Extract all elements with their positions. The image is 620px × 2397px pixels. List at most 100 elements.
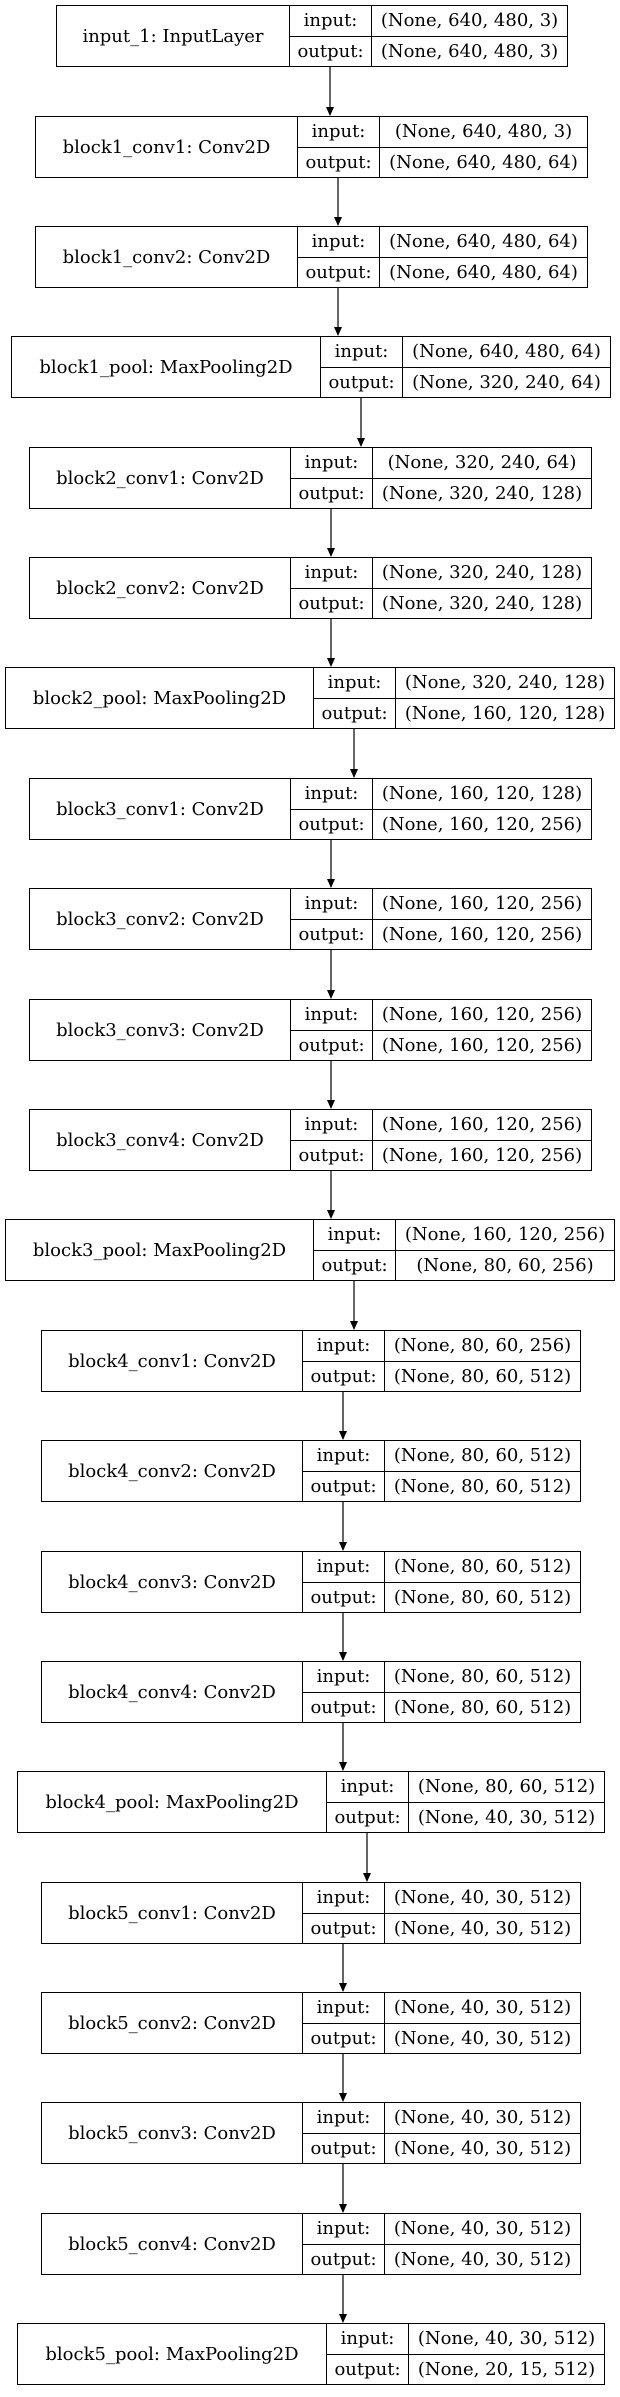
output-shape: (None, 80, 60, 512) bbox=[393, 1586, 572, 1608]
io-labels: input:output: bbox=[303, 2103, 385, 2163]
layer-name: block3_pool: MaxPooling2D bbox=[6, 1220, 314, 1280]
io-labels: input:output: bbox=[291, 558, 373, 618]
layer-name: block3_conv2: Conv2D bbox=[30, 889, 291, 949]
output-shape: (None, 640, 480, 3) bbox=[380, 40, 559, 62]
io-labels: input:output: bbox=[303, 1993, 385, 2053]
layer-name: block2_pool: MaxPooling2D bbox=[6, 668, 314, 728]
input-label: input: bbox=[303, 1331, 384, 1362]
output-label: output: bbox=[334, 1806, 401, 1828]
shape-values: (None, 80, 60, 512)(None, 80, 60, 512) bbox=[385, 1662, 580, 1722]
input-shape: (None, 320, 240, 64) bbox=[373, 448, 591, 479]
output-label: output: bbox=[298, 923, 365, 945]
output-shape: (None, 320, 240, 128) bbox=[381, 482, 583, 504]
input-label: input: bbox=[290, 6, 371, 37]
io-labels: input:output: bbox=[298, 117, 380, 177]
io-labels: input:output: bbox=[303, 1552, 385, 1612]
output-shape: (None, 160, 120, 256) bbox=[381, 1144, 583, 1166]
output-shape: (None, 40, 30, 512) bbox=[393, 2248, 572, 2270]
input-label: input: bbox=[291, 779, 372, 810]
output-label: output: bbox=[297, 40, 364, 62]
layer-name: block1_conv1: Conv2D bbox=[36, 117, 298, 177]
shape-values: (None, 640, 480, 64)(None, 320, 240, 64) bbox=[403, 337, 610, 397]
io-labels: input: output: bbox=[303, 1331, 385, 1391]
input-shape: (None, 80, 60, 512) bbox=[409, 1772, 604, 1803]
shape-values: (None, 640, 480, 3)(None, 640, 480, 3) bbox=[372, 6, 567, 66]
io-labels: input:output: bbox=[314, 1220, 396, 1280]
io-labels: input:output: bbox=[303, 1662, 385, 1722]
layer-name: block5_conv1: Conv2D bbox=[42, 1883, 303, 1943]
io-labels: input:output: bbox=[314, 668, 396, 728]
shape-values: (None, 80, 60, 512) (None, 80, 60, 512) bbox=[385, 1552, 580, 1612]
output-label: output: bbox=[298, 592, 365, 614]
input-shape: (None, 80, 60, 256) bbox=[385, 1331, 580, 1362]
io-labels: input: output: bbox=[291, 889, 373, 949]
layer-name: block2_conv2: Conv2D bbox=[30, 558, 291, 618]
output-shape: (None, 640, 480, 64) bbox=[389, 261, 578, 283]
input-shape: (None, 160, 120, 256) bbox=[396, 1220, 614, 1251]
io-labels: input:output: bbox=[291, 448, 373, 508]
output-label: output: bbox=[310, 1586, 377, 1608]
shape-values: (None, 40, 30, 512)(None, 20, 15, 512) bbox=[409, 2324, 604, 2384]
layer-name: block5_pool: MaxPooling2D bbox=[18, 2324, 327, 2384]
output-shape: (None, 160, 120, 128) bbox=[404, 702, 606, 724]
output-label: output: bbox=[310, 1475, 377, 1497]
output-shape: (None, 40, 30, 512) bbox=[393, 2027, 572, 2049]
layer-name: block5_conv2: Conv2D bbox=[42, 1993, 303, 2053]
shape-values: (None, 80, 60, 512)(None, 80, 60, 512) bbox=[385, 1441, 580, 1501]
shape-values: (None, 640, 480, 64) (None, 640, 480, 64) bbox=[380, 227, 587, 287]
input-shape: (None, 160, 120, 256) bbox=[373, 1110, 591, 1141]
output-label: output: bbox=[334, 2358, 401, 2380]
output-shape: (None, 160, 120, 256) bbox=[381, 1034, 583, 1056]
layer-name: block2_conv1: Conv2D bbox=[30, 448, 291, 508]
layer-name: block4_conv3: Conv2D bbox=[42, 1552, 303, 1612]
input-label: input: bbox=[321, 337, 402, 368]
shape-values: (None, 40, 30, 512)(None, 40, 30, 512) bbox=[385, 1883, 580, 1943]
input-label: input: bbox=[327, 2324, 408, 2355]
input-shape: (None, 320, 240, 128) bbox=[396, 668, 614, 699]
shape-values: (None, 640, 480, 3)(None, 640, 480, 64) bbox=[380, 117, 587, 177]
output-label: output: bbox=[298, 482, 365, 504]
output-label: output: bbox=[321, 702, 388, 724]
input-shape: (None, 40, 30, 512) bbox=[385, 1883, 580, 1914]
shape-values: (None, 160, 120, 128)(None, 160, 120, 25… bbox=[373, 779, 591, 839]
output-label: output: bbox=[310, 1365, 377, 1387]
layer-name: block4_conv1: Conv2D bbox=[42, 1331, 303, 1391]
output-label: output: bbox=[328, 371, 395, 393]
output-shape: (None, 160, 120, 256) bbox=[381, 923, 583, 945]
layer-name: block3_conv4: Conv2D bbox=[30, 1110, 291, 1170]
input-shape: (None, 160, 120, 128) bbox=[373, 779, 591, 810]
output-label: output: bbox=[321, 1254, 388, 1276]
input-label: input: bbox=[303, 1883, 384, 1914]
shape-values: (None, 160, 120, 256)(None, 160, 120, 25… bbox=[373, 889, 591, 949]
io-labels: input:output: bbox=[291, 1110, 373, 1170]
layer-name: block5_conv4: Conv2D bbox=[42, 2214, 303, 2274]
io-labels: input:output: bbox=[298, 227, 380, 287]
output-label: output: bbox=[310, 1917, 377, 1939]
layer-name: block4_pool: MaxPooling2D bbox=[18, 1772, 327, 1832]
input-shape: (None, 40, 30, 512) bbox=[409, 2324, 604, 2355]
layer-name: input_1: InputLayer bbox=[57, 6, 290, 66]
layer-name: block5_conv3: Conv2D bbox=[42, 2103, 303, 2163]
output-label: output: bbox=[298, 813, 365, 835]
input-label: input: bbox=[291, 889, 372, 920]
io-labels: input: output: bbox=[303, 1883, 385, 1943]
input-shape: (None, 640, 480, 64) bbox=[380, 227, 587, 258]
input-shape: (None, 320, 240, 128) bbox=[373, 558, 591, 589]
output-label: output: bbox=[305, 261, 372, 283]
input-shape: (None, 80, 60, 512) bbox=[385, 1552, 580, 1583]
output-label: output: bbox=[310, 2248, 377, 2270]
io-labels: input: output: bbox=[303, 2214, 385, 2274]
input-label: input: bbox=[303, 2214, 384, 2245]
shape-values: (None, 40, 30, 512)(None, 40, 30, 512) bbox=[385, 2214, 580, 2274]
